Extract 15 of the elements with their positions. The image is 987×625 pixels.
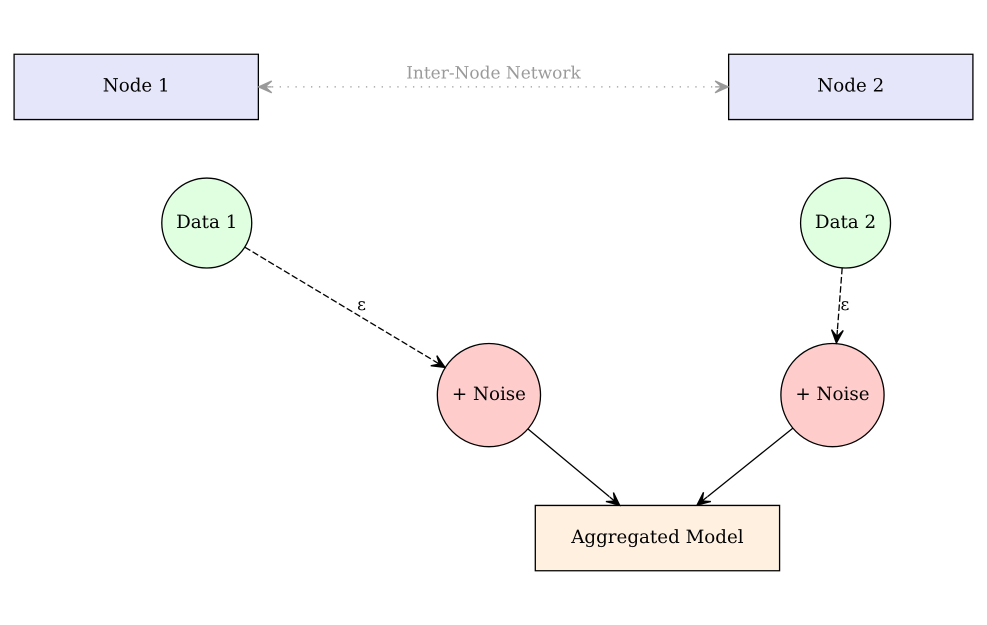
arrow: [528, 428, 620, 506]
node-box: Node 2: [728, 54, 974, 120]
node-box: Aggregated Model: [534, 504, 780, 572]
arrow: [258, 80, 729, 94]
node-circle: + Noise: [780, 342, 885, 448]
edge-label: ε: [357, 295, 366, 316]
arrow: [244, 246, 446, 368]
node-circle: Data 1: [161, 177, 252, 269]
arrow: [696, 428, 794, 506]
edge-label: ε: [840, 295, 850, 316]
node-circle: Data 2: [800, 177, 892, 269]
node-box: Node 1: [13, 54, 260, 120]
edge-label: Inter-Node Network: [406, 63, 581, 84]
node-circle: + Noise: [436, 342, 542, 448]
arrow: [830, 268, 844, 344]
